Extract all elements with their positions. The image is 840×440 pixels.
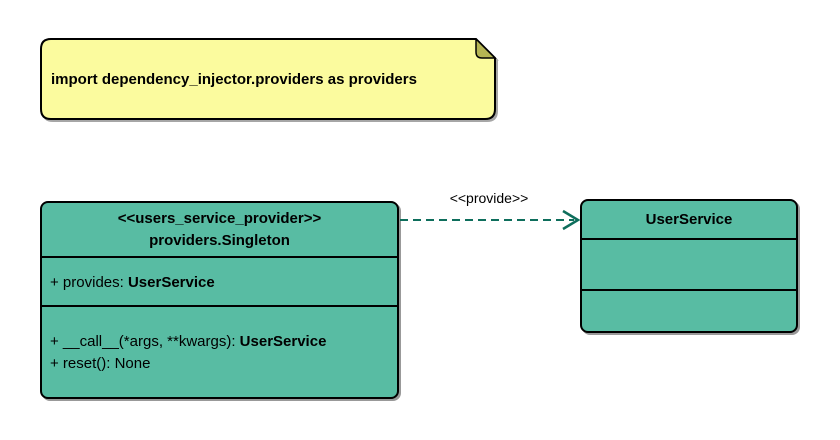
- note-fold-icon: [475, 38, 497, 59]
- userservice-class-name: UserService: [645, 210, 733, 228]
- class-userservice: UserService: [580, 199, 798, 333]
- method-call-text: + __call__(*args, **kwargs):: [50, 333, 240, 350]
- method-call-type: UserService: [239, 333, 327, 350]
- userservice-methods-compartment: [582, 289, 796, 331]
- userservice-title-compartment: UserService: [582, 201, 796, 238]
- provider-class-name: providers.Singleton: [149, 231, 290, 249]
- note-text: import dependency_injector.providers as …: [51, 70, 417, 88]
- class-users-service-provider: <<users_service_provider>> providers.Sin…: [40, 201, 399, 399]
- attribute-provides: + provides: UserService: [50, 274, 215, 291]
- method-reset-text: + reset(): None: [50, 355, 151, 372]
- provider-stereotype: <<users_service_provider>>: [117, 209, 322, 227]
- import-note: import dependency_injector.providers as …: [40, 38, 497, 120]
- provide-arrowhead-icon: [562, 209, 581, 231]
- attribute-provides-text: + provides:: [50, 274, 128, 291]
- provide-arrow-label: <<provide>>: [449, 190, 529, 206]
- method-call: + __call__(*args, **kwargs): UserService: [50, 331, 389, 353]
- provider-methods-compartment: + __call__(*args, **kwargs): UserService…: [42, 305, 397, 397]
- note-shape: [40, 38, 497, 120]
- method-reset: + reset(): None: [50, 353, 389, 375]
- provider-title-compartment: <<users_service_provider>> providers.Sin…: [42, 203, 397, 256]
- userservice-attributes-compartment: [582, 238, 796, 289]
- note-body: [40, 38, 496, 120]
- provider-attributes-compartment: + provides: UserService: [42, 256, 397, 305]
- attribute-provides-type: UserService: [127, 274, 215, 291]
